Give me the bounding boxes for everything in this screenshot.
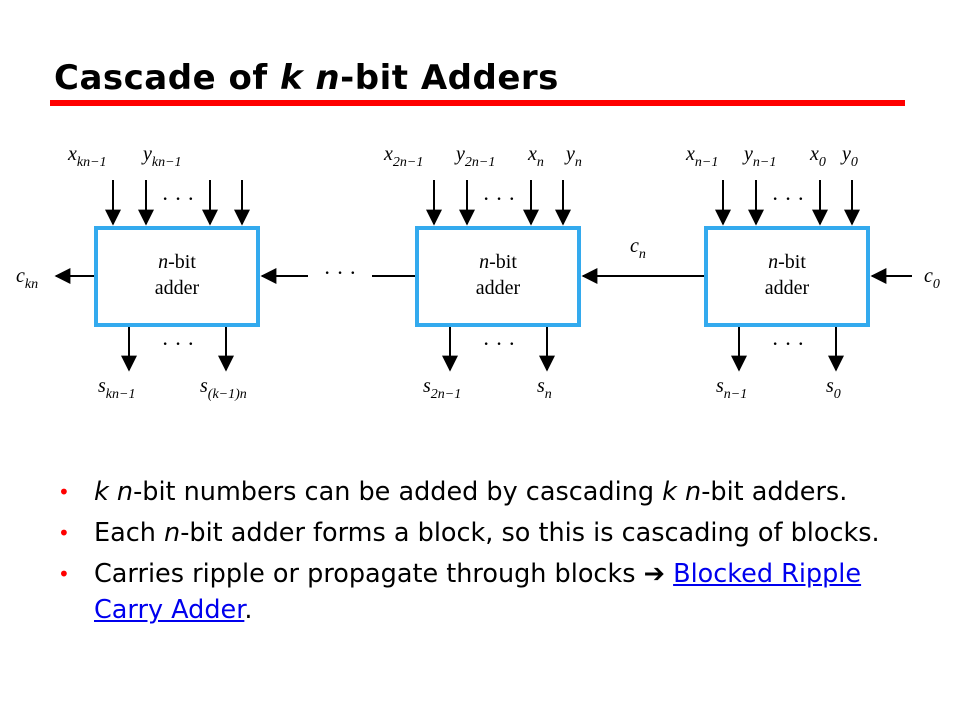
b1-text: -bit numbers can be added by cascading <box>133 477 663 507</box>
adder-block-2: n-bit adder <box>415 226 581 327</box>
label-s-0: s0 <box>826 375 841 402</box>
b3-period: . <box>244 595 253 625</box>
input-arrows <box>105 180 860 226</box>
ellipsis-in-2: · · · <box>483 186 516 211</box>
label-c-kn: ckn <box>16 265 38 292</box>
label-s-2n1: s2n−1 <box>423 375 461 402</box>
b2-n: n <box>164 518 181 548</box>
ellipses: · · · · · · · · · · · · · · · · · · · · … <box>162 186 805 356</box>
label-x-n1: xn−1 <box>685 143 718 170</box>
b1-k2: k <box>662 477 677 507</box>
label-s-n1: sn−1 <box>716 375 747 402</box>
block-label-2: adder <box>476 277 521 299</box>
label-y-0: y0 <box>840 143 858 170</box>
bullet-marker: • <box>58 480 70 504</box>
label-c-0: c0 <box>924 265 940 292</box>
label-x-2n1: x2n−1 <box>383 143 423 170</box>
label-x-n: xn <box>527 143 544 170</box>
output-labels: skn−1 s(k−1)n s2n−1 sn sn−1 s0 <box>98 375 841 402</box>
adder-block-1: n-bit adder <box>704 226 870 327</box>
ellipsis-carry: · · · <box>324 260 357 285</box>
label-x-kn1: xkn−1 <box>67 143 107 170</box>
block-label-2: adder <box>155 277 200 299</box>
title-k: k <box>279 58 304 98</box>
label-c-n: cn <box>630 235 646 262</box>
b1-n: n <box>116 477 134 507</box>
b1-space-2 <box>677 477 685 507</box>
bullet-item-2: • Each n-bit adder forms a block, so thi… <box>58 515 888 551</box>
ellipsis-in-1: · · · <box>772 186 805 211</box>
bullet-item-3: • Carries ripple or propagate through bl… <box>58 556 888 628</box>
output-arrows <box>121 327 844 372</box>
page-title: Cascade of k n-bit Adders <box>54 58 559 98</box>
bullet-marker: • <box>58 562 70 586</box>
title-n: n <box>315 58 341 98</box>
ellipsis-out-2: · · · <box>483 331 516 356</box>
ellipsis-out-k: · · · <box>162 331 195 356</box>
label-s-kn1: skn−1 <box>98 375 135 402</box>
b2-text-2: -bit adder forms a block, so this is cas… <box>180 518 880 548</box>
label-s-k1n: s(k−1)n <box>200 375 247 402</box>
b2-text: Each <box>94 518 165 548</box>
label-y-n: yn <box>564 143 582 170</box>
adder-block-k: n-bit adder <box>94 226 260 327</box>
input-labels: xkn−1 ykn−1 x2n−1 y2n−1 xn yn xn−1 yn−1 … <box>67 143 858 170</box>
right-arrow-icon: ➔ <box>643 559 665 589</box>
label-y-n1: yn−1 <box>742 143 776 170</box>
ellipsis-out-1: · · · <box>772 331 805 356</box>
title-underline <box>50 100 905 106</box>
ellipsis-in-k: · · · <box>162 186 195 211</box>
b3-text: Carries ripple or propagate through bloc… <box>94 559 644 589</box>
title-text-end: -bit Adders <box>340 58 559 98</box>
b3-space <box>665 559 673 589</box>
bullet-list: • k n-bit numbers can be added by cascad… <box>58 474 888 633</box>
block-label-2: adder <box>765 277 810 299</box>
bullet-marker: • <box>58 521 70 545</box>
b1-space <box>109 477 117 507</box>
b1-text-2: -bit adders. <box>701 477 848 507</box>
cascade-diagram: n-bit adder n-bit adder n-bit adder <box>16 143 940 402</box>
b1-n2: n <box>685 477 702 507</box>
label-y-kn1: ykn−1 <box>141 143 182 170</box>
block-label: n-bit <box>479 251 517 273</box>
label-s-n: sn <box>537 375 552 402</box>
blocked-ripple-carry-adder-link[interactable]: Blocked Ripple Carry Adder <box>94 559 862 625</box>
label-y-2n1: y2n−1 <box>454 143 495 170</box>
block-label: n-bit <box>768 251 806 273</box>
block-label: n-bit <box>158 251 196 273</box>
bullet-item-1: • k n-bit numbers can be added by cascad… <box>58 474 888 510</box>
b1-k: k <box>94 477 109 507</box>
title-text: Cascade of <box>54 58 280 98</box>
label-x-0: x0 <box>809 143 826 170</box>
carry-labels: ckn cn c0 <box>16 235 940 292</box>
